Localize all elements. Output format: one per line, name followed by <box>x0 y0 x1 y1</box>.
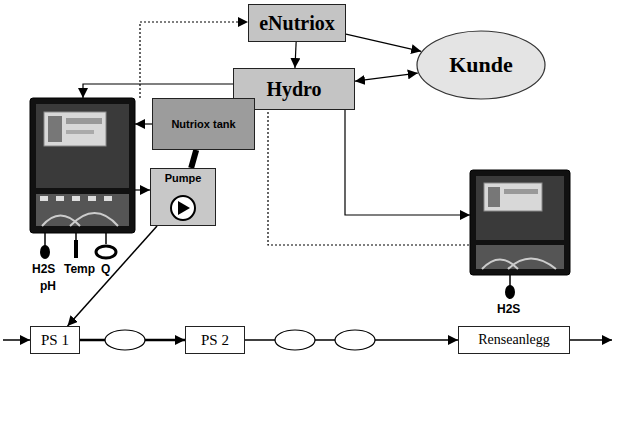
node-label: Hydro <box>266 78 321 101</box>
sensor-label: Temp <box>64 262 95 276</box>
node-label: Pumpe <box>165 172 202 184</box>
sensor-label: H2S <box>497 302 520 316</box>
node-label: Renseanlegg <box>478 332 550 348</box>
sensor-symbols <box>40 233 116 259</box>
sensor-label: H2S <box>32 262 55 276</box>
node-label: PS 2 <box>201 332 229 349</box>
connector-arrow <box>68 226 158 326</box>
pump-box: Pumpe <box>150 168 216 226</box>
node-label: Kunde <box>449 52 513 78</box>
signal-wires <box>83 22 470 245</box>
pump-triangle <box>178 201 190 215</box>
node-label: eNutriox <box>259 12 335 35</box>
connector-arrow <box>191 150 196 168</box>
pump-station-box: PS 1 <box>30 326 80 354</box>
customer-ellipse: Kunde <box>416 30 546 100</box>
system-box: eNutriox <box>248 4 346 42</box>
pump-symbol <box>169 194 197 222</box>
connector-arrow <box>295 42 296 68</box>
sensor-label: Q <box>101 262 110 276</box>
pump-station-box: PS 2 <box>185 326 245 354</box>
sensor-label: pH <box>40 279 56 293</box>
connector-arrow <box>346 34 421 51</box>
node-label: PS 1 <box>41 332 69 349</box>
connector-arrow <box>355 73 418 81</box>
tank-box: Nutriox tank <box>152 98 255 150</box>
node-label: Nutriox tank <box>171 118 235 130</box>
ellipse-shape <box>417 31 545 99</box>
controller-unit <box>30 98 135 233</box>
sewer-pipeline <box>3 330 612 350</box>
treatment-plant-box: Renseanlegg <box>458 326 570 354</box>
controller-unit <box>470 170 570 299</box>
pump-circle <box>171 196 195 220</box>
